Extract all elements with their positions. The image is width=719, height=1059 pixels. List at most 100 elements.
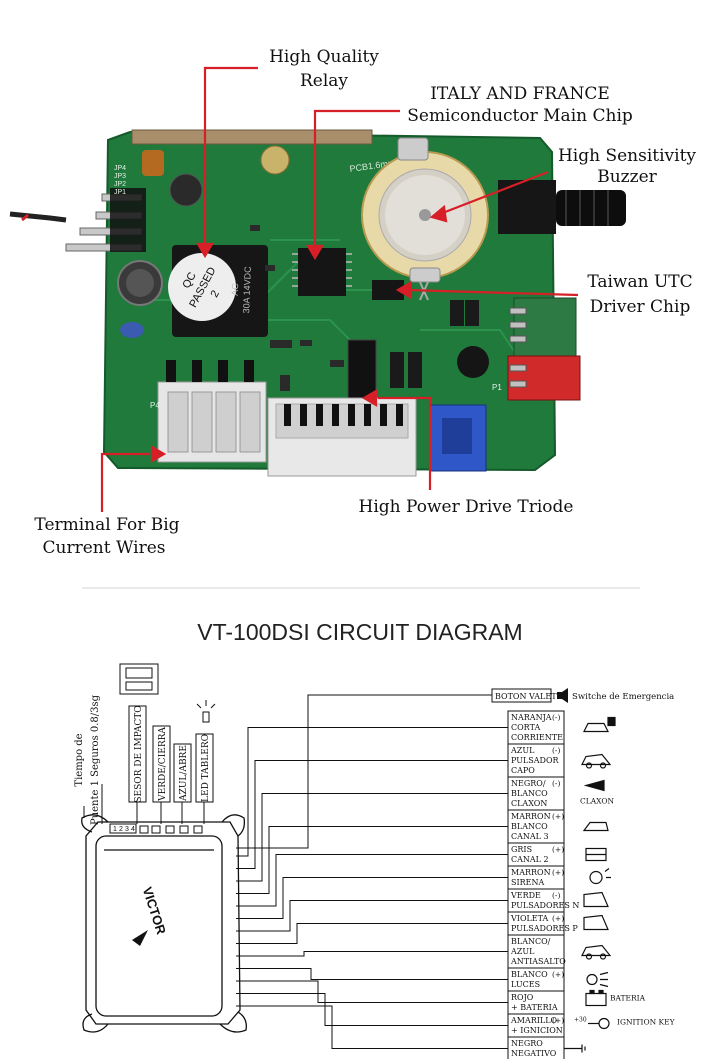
callout-driver-line1: Taiwan UTC [587, 272, 692, 292]
relay-rating: 30A 14VDC [241, 266, 253, 314]
callout-buzzer-line2: Buzzer [597, 167, 657, 187]
wire-row: ROJO+ BATERIA [507, 990, 565, 1015]
wire-polarity: (-) [552, 746, 560, 755]
tiempo-label-line1: Tiempo de [74, 733, 85, 786]
wire-label: BLANCO/ [511, 937, 551, 946]
wire-label: + BATERIA [511, 1003, 558, 1012]
control-module [81, 814, 247, 1033]
wire-label: CORTA [511, 723, 540, 732]
pin-3: 3 [125, 826, 129, 833]
verde-label: VERDE/CIERRA [158, 727, 168, 802]
callout-triode: High Power Drive Triode [359, 497, 574, 517]
led-label: LED TABLERO [201, 734, 211, 802]
ignition-prefix: +30 [574, 1017, 587, 1024]
car-lock-icon [583, 716, 616, 733]
p1-label: P1 [492, 383, 502, 392]
pin-4: 4 [131, 826, 135, 833]
wire-label: LUCES [511, 980, 540, 989]
key-icon [588, 1017, 610, 1030]
wire-line [236, 968, 508, 980]
callout-terminal-line2: Current Wires [43, 538, 166, 558]
valet-button: BOTON VALET Switche de Emergencia [491, 688, 674, 703]
wire-label: CANAL 2 [511, 855, 549, 864]
door-lock-actuator-icon [119, 663, 159, 695]
wire-label: BLANCO [511, 970, 548, 979]
wire-note: IGNITION KEY [617, 1018, 676, 1027]
wire-line [236, 793, 508, 882]
azul-label: AZUL/ABRE [179, 745, 189, 802]
wire-line [236, 727, 508, 857]
wire-note: BATERIA [610, 994, 646, 1003]
relay: QC PASSED 2 30A 14VDC AC [168, 245, 268, 337]
relay-number: 2 [209, 289, 222, 300]
wire-label: BLANCO [511, 822, 548, 831]
wire-polarity: (+) [552, 914, 564, 923]
sensor-label: SESOR DE IMPACTO [134, 705, 144, 802]
wire-line [236, 877, 508, 919]
wire-line [236, 900, 508, 932]
wire-label: GRIS [511, 845, 532, 854]
wire-line [236, 993, 508, 1026]
pin-1: 1 [113, 826, 117, 833]
p4-label: P4 [150, 401, 160, 410]
wire-label: AZUL [510, 947, 535, 956]
wire-polarity: (+) [552, 812, 564, 821]
callout-driver-line2: Driver Chip [590, 297, 691, 317]
horn-icon [583, 779, 605, 792]
wire-line [236, 980, 508, 1003]
wire-line [236, 923, 508, 944]
wire-row: AMARILLO+ IGNICION(+) [507, 1013, 565, 1038]
connector-pins: 1 2 3 4 [109, 823, 203, 834]
wire-label: ROJO [511, 993, 534, 1002]
wire-label: + IGNICION [511, 1026, 563, 1035]
callout-main-chip-line2: Semiconductor Main Chip [407, 106, 633, 126]
wire-polarity: (+) [552, 970, 564, 979]
wire-label: NEGATIVO [511, 1049, 557, 1058]
wire-label: NEGRO/ [511, 779, 546, 788]
callout-relay-line2: Relay [300, 71, 348, 91]
callout-lines [100, 66, 579, 512]
wire-label: SIRENA [511, 878, 545, 887]
hood-icon [581, 753, 612, 769]
buzzer [361, 137, 489, 301]
pcb-board: JP4 JP3 JP2 JP1 QC PASSED 2 30A 14VDC AC [9, 129, 626, 477]
wire-polarity: (+) [552, 1016, 564, 1025]
wire-polarity: (-) [552, 713, 560, 722]
wire-line [236, 854, 508, 907]
light-icon [586, 971, 609, 988]
wire-label: AMARILLO [510, 1016, 558, 1025]
wire-label: MARRON [511, 868, 551, 877]
jp4-label: JP4 [114, 165, 126, 172]
wire-line [236, 1005, 508, 1049]
wire-label: VERDE [510, 891, 541, 900]
wire-label: PULSADORES P [511, 924, 578, 933]
valet-label: BOTON VALET [495, 692, 557, 701]
door-icon [583, 891, 609, 908]
wire-polarity: (+) [552, 868, 564, 877]
wire-label: PULSADOR [511, 756, 560, 765]
brand-logo-mark [132, 930, 148, 946]
wire-polarity: (-) [552, 779, 560, 788]
wire-label: NEGRO [511, 1039, 543, 1048]
car-icon [581, 944, 612, 960]
trunk-icon [582, 821, 609, 832]
wire-label: MARRON [511, 812, 551, 821]
siren-icon [589, 868, 611, 885]
wire-polarity: (-) [552, 891, 560, 900]
tiempo-label-line2: Puente 1 Seguros 0.8/3sg [90, 694, 101, 825]
wire-label: CANAL 3 [511, 832, 549, 841]
wire-line [236, 826, 508, 894]
wire-label: PULSADORES N [511, 901, 579, 910]
wire-label: VIOLETA [510, 914, 549, 923]
relay-ac: AC [230, 283, 240, 296]
callout-relay-line1: High Quality [269, 47, 379, 67]
